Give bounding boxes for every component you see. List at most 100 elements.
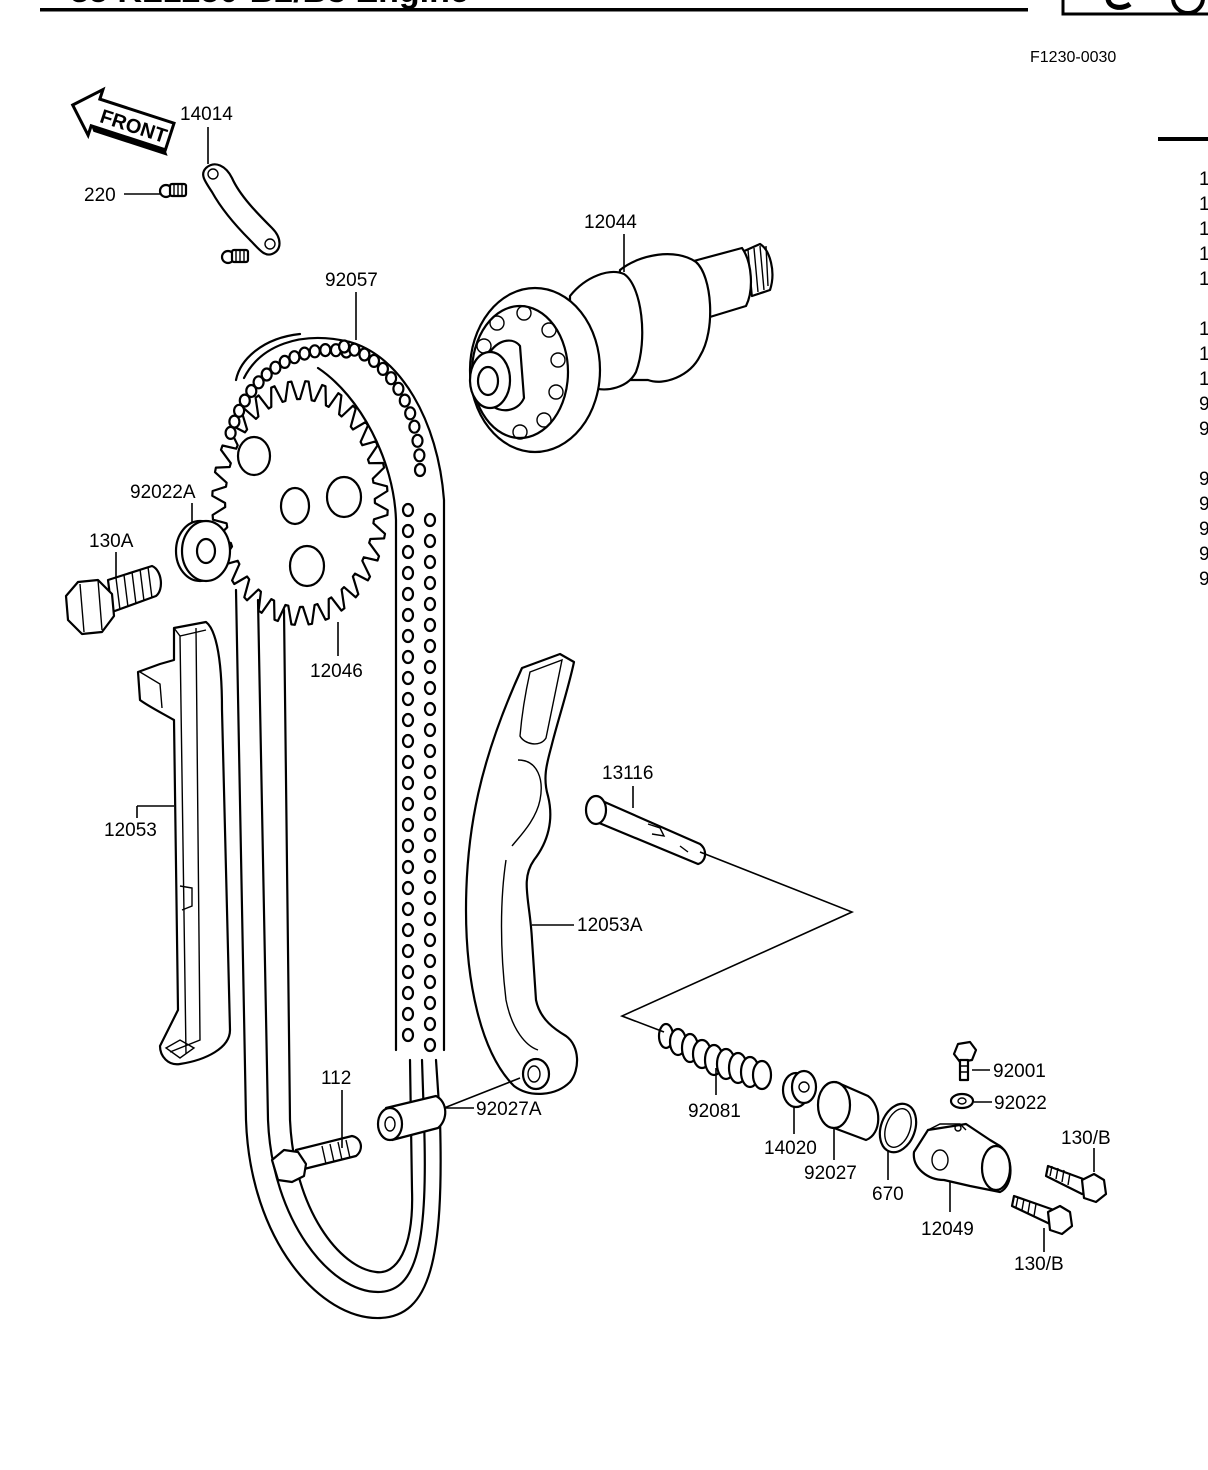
label-92081: 92081	[688, 1101, 741, 1122]
label-12053: 12053	[104, 820, 157, 841]
chain-roller	[401, 565, 415, 581]
chain-roller	[367, 353, 381, 368]
chain-roller	[401, 733, 415, 749]
chain-roller	[376, 361, 389, 376]
label-12046: 12046	[310, 661, 363, 682]
page-title: -- 85 KL1250-B2/B3 Engine	[38, 0, 469, 10]
chain-roller	[423, 743, 437, 759]
chain-roller	[401, 796, 415, 812]
chain-roller	[269, 360, 282, 375]
chain-guide-12053A	[464, 652, 579, 1095]
chain-roller	[401, 817, 415, 833]
chain-roller	[401, 754, 415, 770]
leader-lines	[115, 127, 1095, 1252]
chain-roller	[423, 848, 437, 864]
chain-roller	[408, 419, 421, 434]
label-92027: 92027	[804, 1163, 857, 1184]
chain-roller	[338, 339, 351, 354]
label-92022: 92022	[994, 1093, 1047, 1114]
chain-roller	[401, 502, 415, 518]
chain-roller	[423, 764, 437, 780]
side-index-digit: 1	[1199, 219, 1208, 240]
chain-roller	[401, 1006, 415, 1022]
label-92057: 92057	[325, 270, 378, 291]
chain-roller	[423, 911, 437, 927]
chain-roller	[245, 383, 258, 399]
cam-chain-92057	[224, 332, 446, 1320]
chain-roller	[423, 554, 437, 570]
side-index-digit: 9	[1199, 419, 1208, 440]
washer-92022A	[174, 519, 232, 583]
chain-roller	[401, 670, 415, 686]
bolt-130A	[64, 564, 162, 636]
chain-roller	[413, 448, 426, 463]
screw-220-lower	[220, 248, 250, 265]
chain-roller	[401, 922, 415, 938]
chain-roller	[398, 393, 411, 408]
label-12053A: 12053A	[577, 915, 643, 936]
camshaft-12044	[468, 242, 774, 454]
chain-roller	[401, 985, 415, 1001]
label-13116: 13116	[602, 763, 653, 784]
label-92001: 92001	[993, 1061, 1046, 1082]
chain-roller	[423, 974, 437, 990]
side-index: 1 1 1 1 1 1 1 1 9 9 9 9 9 9 9	[1158, 137, 1208, 590]
side-index-digit: 1	[1199, 169, 1208, 190]
chain-roller	[423, 617, 437, 633]
chain-roller	[401, 649, 415, 665]
chain-roller	[238, 393, 251, 408]
spring-92081	[657, 1022, 773, 1091]
chain-roller	[423, 638, 437, 654]
chain-roller	[423, 701, 437, 717]
chain-roller	[401, 880, 415, 896]
collar-92027	[816, 1080, 880, 1142]
chain-roller	[348, 342, 361, 357]
chain-roller	[228, 414, 241, 429]
label-220: 220	[84, 185, 116, 206]
chain-roller	[423, 869, 437, 885]
header-rule	[40, 8, 1028, 12]
chain-roller	[423, 953, 437, 969]
tensioner-body-12049	[912, 1122, 1012, 1194]
chain-roller	[404, 406, 417, 421]
assembly-line-pin	[619, 851, 855, 1033]
chain-links	[224, 339, 437, 1053]
label-12049: 12049	[921, 1219, 974, 1240]
label-14020: 14020	[764, 1138, 817, 1159]
reference-code: F1230-0030	[1030, 49, 1116, 66]
chain-roller	[385, 371, 398, 386]
chain-roller	[401, 1027, 415, 1043]
chain-roller	[423, 596, 437, 612]
washer-92022	[949, 1092, 975, 1110]
chain-roller	[298, 346, 311, 361]
chain-roller	[423, 806, 437, 822]
plunger-14020	[781, 1069, 818, 1109]
label-92027A: 92027A	[476, 1099, 542, 1120]
o-ring-670	[878, 1102, 918, 1154]
chain-guide-bracket-14014	[202, 163, 281, 256]
chain-roller	[401, 859, 415, 875]
chain-roller	[401, 901, 415, 917]
chain-roller	[423, 659, 437, 675]
side-index-digit: 9	[1199, 544, 1208, 565]
label-130B-bottom: 130/B	[1014, 1254, 1064, 1275]
side-index-digit: 9	[1199, 394, 1208, 415]
chain-roller	[413, 462, 427, 478]
chain-roller	[411, 433, 424, 448]
label-112: 112	[321, 1068, 351, 1089]
chain-roller	[423, 890, 437, 906]
side-index-digit: 9	[1199, 519, 1208, 540]
chain-roller	[401, 964, 415, 980]
chain-roller	[278, 354, 291, 369]
chain-roller	[423, 680, 437, 696]
chain-roller	[423, 512, 437, 528]
side-index-digit: 1	[1199, 244, 1208, 265]
screw-220	[158, 182, 188, 199]
label-14014: 14014	[180, 104, 233, 125]
side-index-digit: 1	[1199, 194, 1208, 215]
bolt-130B-bottom	[1010, 1194, 1074, 1236]
chain-roller	[401, 607, 415, 623]
chain-roller	[401, 712, 415, 728]
chain-roller	[233, 403, 246, 418]
